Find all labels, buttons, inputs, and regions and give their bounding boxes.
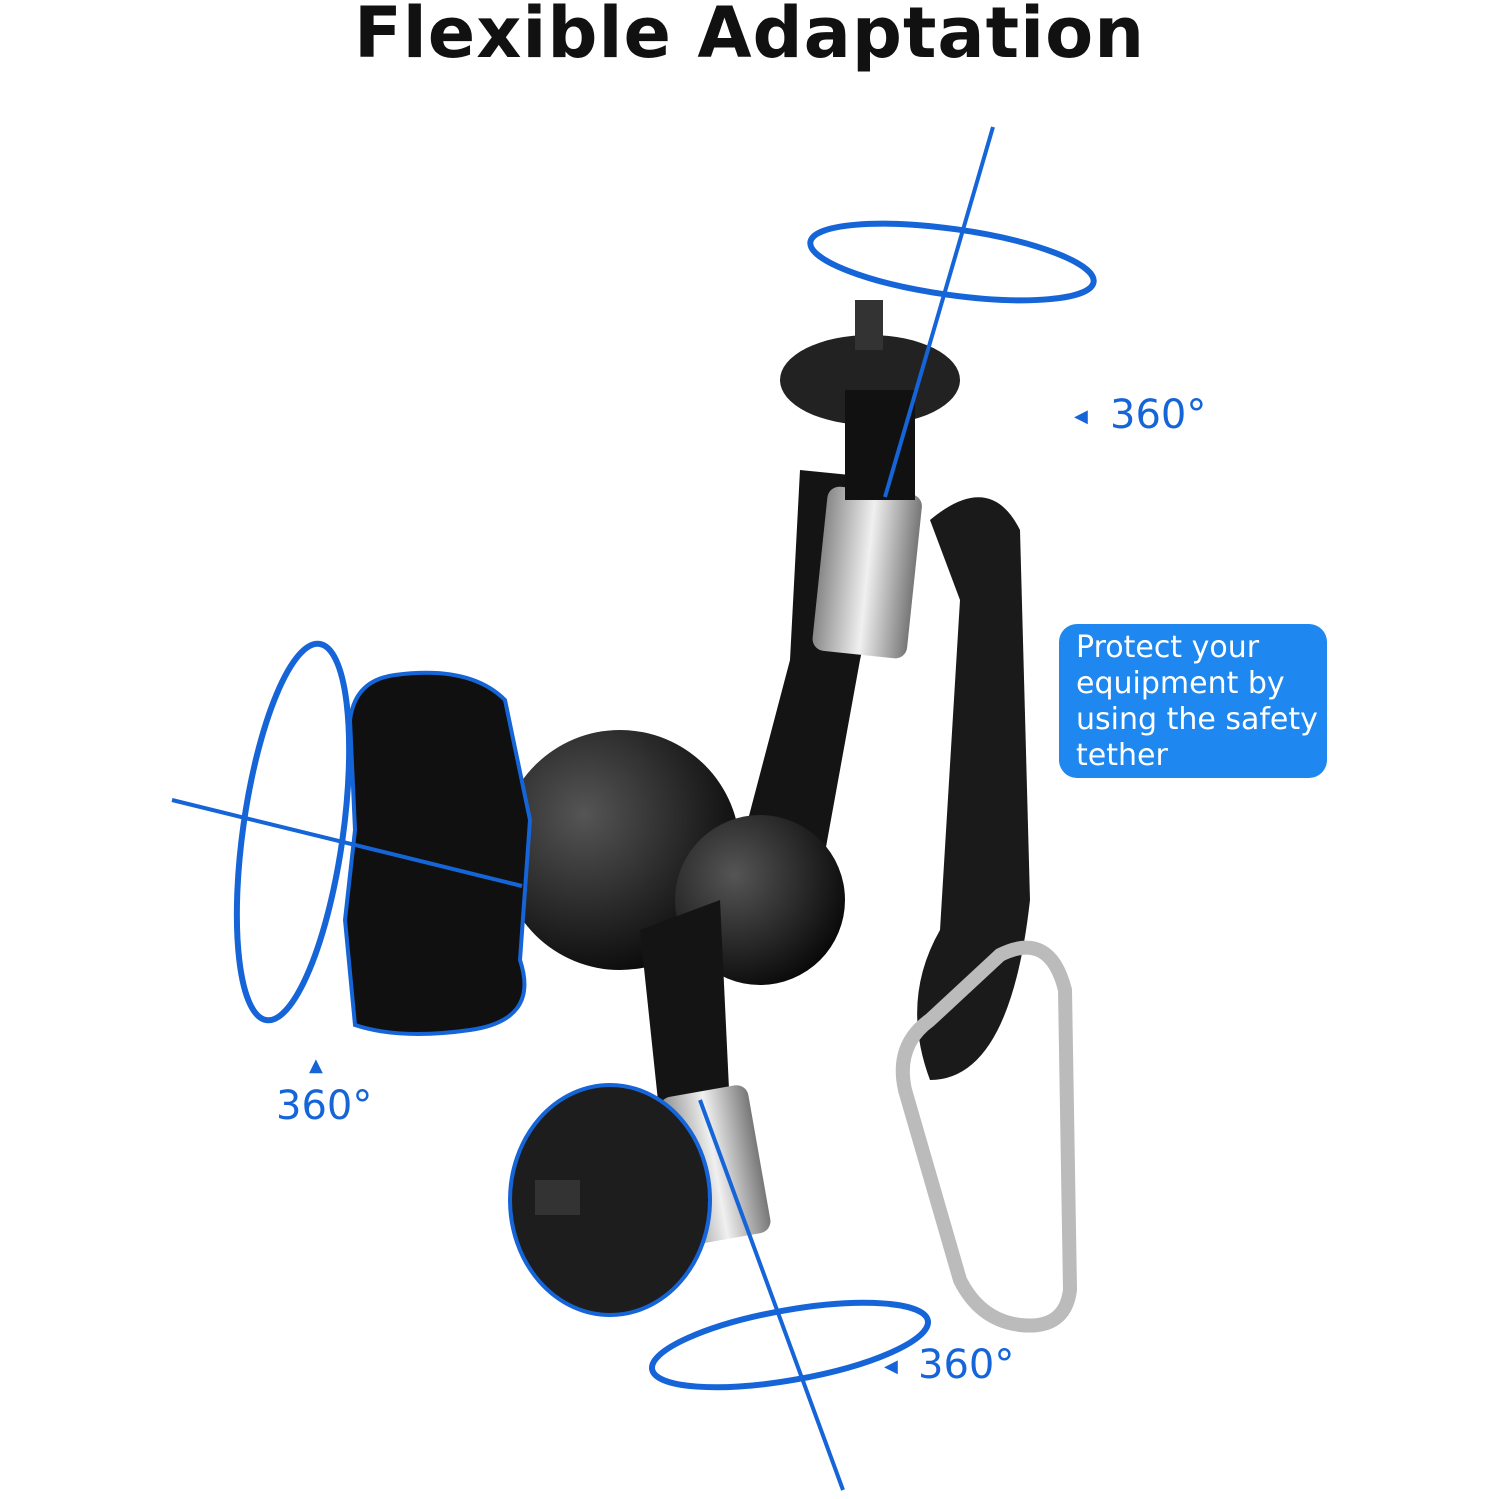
upper-metal-collar bbox=[812, 486, 922, 659]
bottom-mount-plate bbox=[508, 1083, 712, 1317]
rotation-label-top: 360° bbox=[1110, 392, 1207, 438]
rotation-label-bottom: 360° bbox=[918, 1342, 1015, 1388]
safety-tether-callout: Protect your equipment by using the safe… bbox=[1059, 624, 1327, 778]
triangle-up-icon: ▲ bbox=[309, 1055, 323, 1076]
lock-knob bbox=[342, 670, 533, 1036]
page-title: Flexible Adaptation bbox=[353, 0, 1146, 74]
triangle-left-icon: ◀ bbox=[1074, 406, 1088, 427]
lower-arm bbox=[640, 900, 730, 1120]
carabiner-icon bbox=[895, 940, 1078, 1333]
triangle-left-icon: ◀ bbox=[884, 1356, 898, 1377]
safety-tether-strap bbox=[917, 497, 1030, 1081]
rotation-label-left: 360° bbox=[276, 1083, 373, 1129]
rotation-indicators bbox=[171, 126, 1097, 1491]
